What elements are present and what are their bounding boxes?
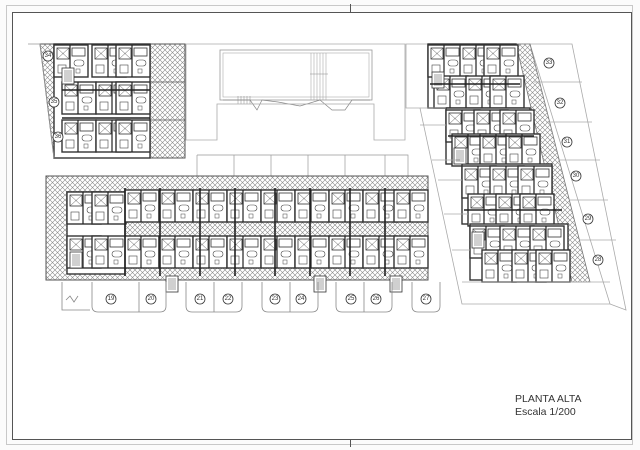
svg-text:27: 27 <box>423 296 430 302</box>
unit-marker-29[interactable]: 29 <box>582 213 594 225</box>
svg-text:24: 24 <box>298 296 305 302</box>
unit-marker-24[interactable]: 24 <box>295 293 307 305</box>
center-mark-top <box>350 4 351 13</box>
building-block-northwest <box>28 43 186 159</box>
unit-marker-27[interactable]: 27 <box>420 293 432 305</box>
svg-text:34: 34 <box>45 53 52 59</box>
svg-text:20: 20 <box>148 296 155 302</box>
unit-marker-21[interactable]: 21 <box>194 293 206 305</box>
drawing-title: PLANTA ALTA <box>515 393 582 405</box>
svg-text:25: 25 <box>348 296 355 302</box>
svg-text:32: 32 <box>557 100 564 106</box>
building-block-east <box>405 43 627 311</box>
unit-marker-34[interactable]: 34 <box>42 50 54 62</box>
unit-marker-25[interactable]: 25 <box>345 293 357 305</box>
unit-marker-32[interactable]: 32 <box>554 97 566 109</box>
title-block: PLANTA ALTA Escala 1/200 <box>515 393 582 419</box>
svg-text:31: 31 <box>564 139 571 145</box>
unit-marker-36[interactable]: 36 <box>52 131 64 143</box>
unit-marker-26[interactable]: 26 <box>370 293 382 305</box>
svg-text:36: 36 <box>55 134 62 140</box>
svg-text:19: 19 <box>108 296 115 302</box>
svg-text:35: 35 <box>51 99 58 105</box>
unit-marker-31[interactable]: 31 <box>561 136 573 148</box>
svg-text:28: 28 <box>595 257 602 263</box>
unit-marker-22[interactable]: 22 <box>222 293 234 305</box>
unit-marker-33[interactable]: 33 <box>543 57 555 69</box>
svg-text:30: 30 <box>573 173 580 179</box>
svg-text:26: 26 <box>373 296 380 302</box>
central-courtyard <box>185 43 406 141</box>
unit-markers-bottom: 19 20 21 22 23 24 25 26 27 <box>105 293 432 305</box>
outer-frame <box>6 5 633 445</box>
unit-marker-23[interactable]: 23 <box>269 293 281 305</box>
unit-marker-35[interactable]: 35 <box>48 96 60 108</box>
svg-text:29: 29 <box>585 216 592 222</box>
unit-marker-19[interactable]: 19 <box>105 293 117 305</box>
unit-markers-left: 34 35 36 <box>42 50 64 143</box>
svg-text:23: 23 <box>272 296 279 302</box>
drawing-scale: Escala 1/200 <box>515 406 576 418</box>
svg-text:21: 21 <box>197 296 204 302</box>
svg-text:33: 33 <box>546 60 553 66</box>
svg-text:22: 22 <box>225 296 232 302</box>
unit-markers-right: 33 32 31 30 29 28 <box>543 57 604 266</box>
unit-marker-28[interactable]: 28 <box>592 254 604 266</box>
unit-marker-30[interactable]: 30 <box>570 170 582 182</box>
building-block-south <box>45 154 441 313</box>
center-mark-bottom <box>350 439 351 447</box>
unit-marker-20[interactable]: 20 <box>145 293 157 305</box>
